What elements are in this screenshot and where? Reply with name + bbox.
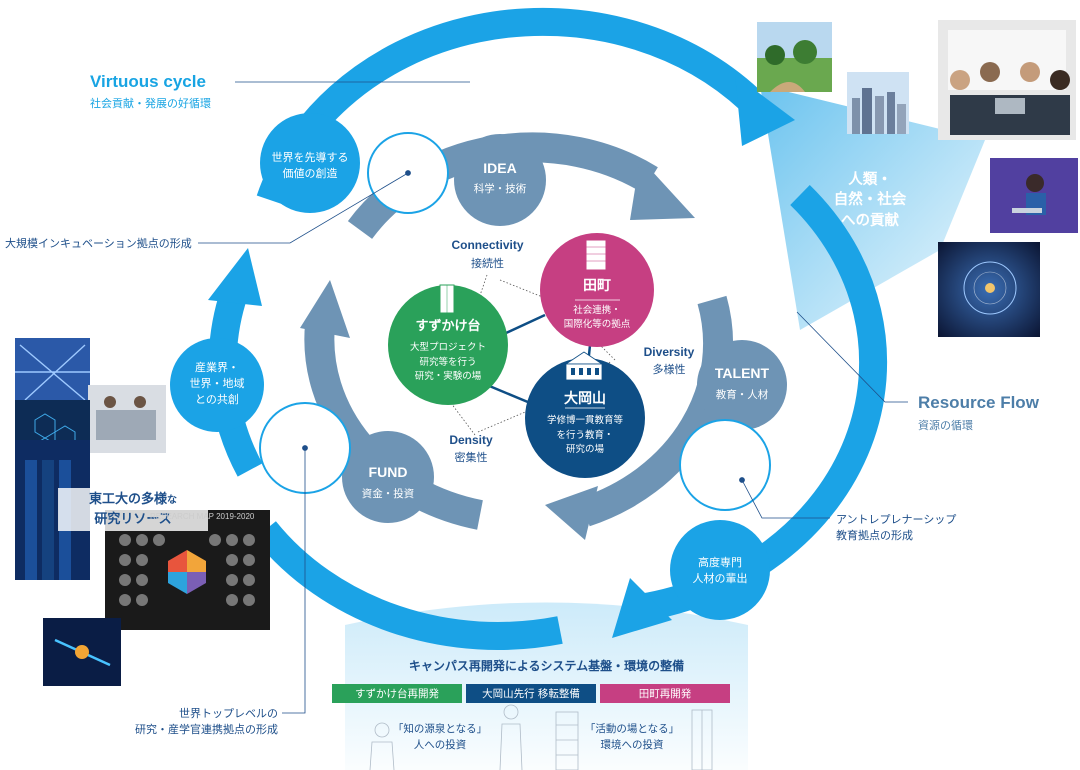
- research-resources-l1a: 東工大: [88, 492, 128, 507]
- ookayama-building-icon: [564, 351, 604, 381]
- idea-title: IDEA: [483, 160, 517, 176]
- idea-node[interactable]: [454, 134, 546, 226]
- city-photo: [847, 72, 909, 134]
- core-dotted-connectors: [444, 274, 616, 436]
- coexistence-node[interactable]: [170, 338, 264, 432]
- suzukakedai-name: すずかけ台: [415, 319, 481, 334]
- tech-photo-1: [990, 158, 1078, 233]
- tag-suzukakedai: [332, 684, 462, 703]
- suzukakedai-circle[interactable]: [388, 285, 508, 405]
- ookayama-name: 大岡山: [564, 391, 606, 407]
- suzukakedai-desc: 大型プロジェクト 研究等を行う 研究・実験の場: [409, 342, 486, 383]
- tamachi-building-icon: [585, 239, 607, 271]
- entrepreneurship-white-circle: [679, 419, 771, 511]
- diversity-en: Diversity: [643, 345, 695, 359]
- callout-lines: [198, 81, 908, 714]
- coexistence-label: 産業界・ 世界・地域 との共創: [189, 361, 245, 406]
- contribution-text: 人類・ 自然・社会 への貢献: [833, 172, 907, 229]
- people-illustration: [369, 704, 523, 770]
- lab-photo: [88, 385, 166, 453]
- density-en: Density: [449, 433, 493, 447]
- incubation-callout: 大規模インキュベーション拠点の形成: [5, 237, 192, 250]
- research-resources-l2: 研究リソース: [94, 511, 172, 527]
- research-resources-l1c: な: [167, 495, 178, 506]
- tag-ookayama: [466, 684, 596, 703]
- tamachi-desc: 社会連携・ 国際化等の拠点: [563, 305, 631, 331]
- value-creation-node[interactable]: [260, 113, 360, 213]
- tag-ookayama-label: 大岡山先行 移転整備: [482, 688, 580, 700]
- idea-subtitle: 科学・技術: [473, 183, 527, 195]
- park-photo: [757, 22, 832, 92]
- ookayama-circle[interactable]: [525, 358, 645, 478]
- value-creation-label: 世界を先導する 価値の創造: [271, 151, 349, 180]
- research-resources-title: 東工大の多様な 研究リソース: [58, 488, 208, 531]
- tamachi-circle[interactable]: [540, 233, 654, 347]
- ookayama-desc: 学修博一貫教育等 を行う教育・ 研究の場: [546, 415, 623, 456]
- tag-tamachi-label: 田町再開発: [638, 688, 692, 700]
- talent-node[interactable]: [697, 340, 787, 430]
- mesh-photo: [15, 338, 90, 406]
- tag-suzukakedai-label: すずかけ台再開発: [355, 688, 439, 700]
- invest-environment: 「活動の場となる」 環境への投資: [584, 723, 680, 751]
- suzukakedai-tower-icon: [439, 284, 455, 314]
- research-map-label: RESEARCH MAP 2019-2020: [150, 512, 255, 521]
- invest-people: 「知の源泉となる」 人への投資: [392, 723, 488, 751]
- talent-subtitle: 教育・人材: [715, 389, 769, 401]
- fund-subtitle: 資金・投資: [361, 488, 415, 500]
- resource-flow-title: Resource Flow: [918, 393, 1039, 412]
- fund-node[interactable]: [342, 431, 434, 523]
- diversity-jp: 多様性: [652, 363, 686, 376]
- talent-output-node[interactable]: [670, 520, 770, 620]
- entrepreneurship-callout: アントレプレナーシップ 教育拠点の形成: [836, 513, 957, 542]
- connectivity-jp: 接続性: [471, 257, 504, 270]
- tag-tamachi: [600, 684, 730, 703]
- connectivity-en: Connectivity: [451, 238, 524, 252]
- talent-output-label: 高度専門 人材の輩出: [692, 556, 748, 585]
- world-top-callout: 世界トップレベルの 研究・産学官連携拠点の形成: [135, 707, 278, 736]
- tech-photo-2: [938, 242, 1040, 337]
- optics-photo: [43, 618, 121, 686]
- fund-title: FUND: [368, 464, 408, 480]
- research-resources-l1b: の多様: [128, 492, 168, 507]
- virtuous-cycle-title: Virtuous cycle: [90, 72, 206, 91]
- buildings-illustration: [555, 709, 713, 770]
- contribution-cone: [760, 85, 985, 330]
- students-photo: [938, 20, 1076, 140]
- resource-flow-subtitle: 資源の循環: [918, 419, 973, 432]
- density-jp: 密集性: [454, 451, 488, 464]
- virtuous-cycle-subtitle: 社会貢献・発展の好循環: [90, 97, 211, 110]
- talent-title: TALENT: [714, 365, 770, 381]
- redevelopment-title: キャンパス再開発によるシステム基盤・環境の整備: [408, 659, 685, 673]
- tamachi-name: 田町: [583, 278, 611, 294]
